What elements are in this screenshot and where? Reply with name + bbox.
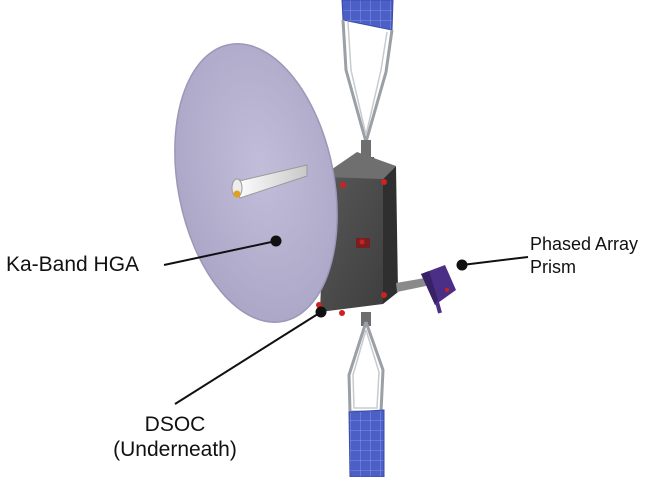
label-phased-array-prism: Phased Array Prism bbox=[530, 234, 639, 278]
callout-dsoc bbox=[174, 306, 327, 405]
callout-dot bbox=[456, 259, 468, 271]
phased-array-prism bbox=[396, 265, 456, 314]
ka-band-hga-dish bbox=[174, 43, 338, 323]
callout-prism bbox=[456, 256, 529, 271]
callout-dot bbox=[270, 235, 282, 247]
lower-solar-array bbox=[347, 312, 385, 477]
label-ka-band-hga: Ka-Band HGA bbox=[6, 253, 140, 276]
callout-dot bbox=[315, 306, 327, 318]
label-dsoc: DSOC (Underneath) bbox=[113, 413, 237, 461]
upper-solar-array bbox=[341, 0, 394, 167]
callout-hga bbox=[163, 235, 282, 266]
